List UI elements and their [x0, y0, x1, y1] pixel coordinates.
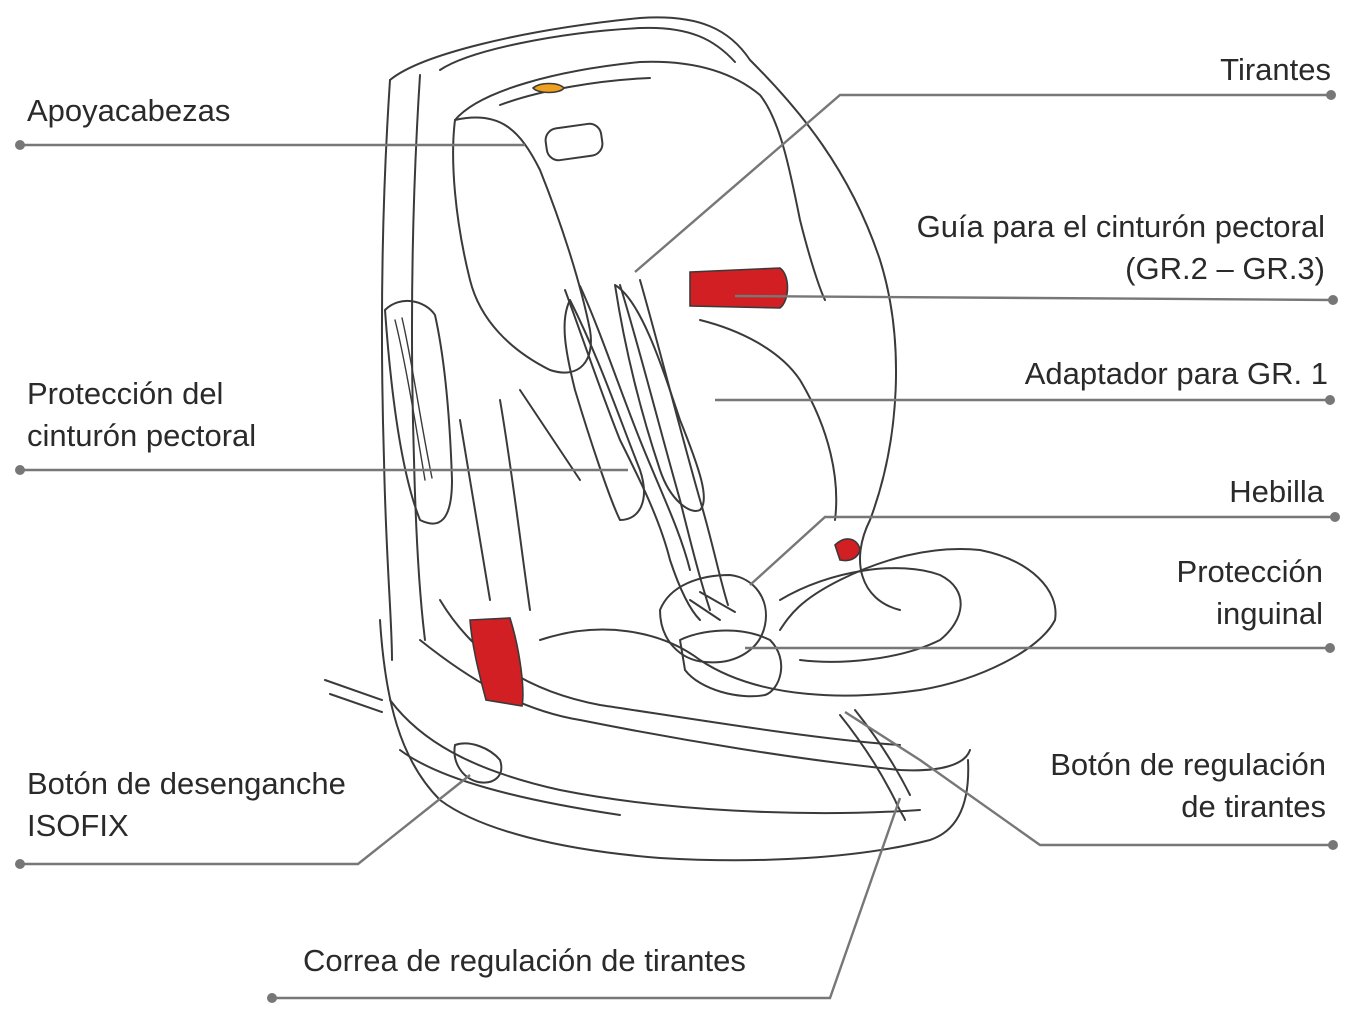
- label-boton-regulacion: Botón de regulación de tirantes: [1050, 744, 1326, 828]
- label-line: Tirantes: [1220, 52, 1331, 87]
- leader-line-boton-regulacion: [844, 710, 1333, 847]
- red-side-guide-right: [834, 538, 861, 562]
- leader-dot-boton-regulacion: [1328, 840, 1338, 850]
- seat-back-shell: [389, 16, 901, 611]
- seat-side-wing: [381, 79, 393, 661]
- isofix-button: [453, 742, 503, 784]
- leader-line-tirantes: [634, 93, 1331, 273]
- label-line: Adaptador para GR. 1: [1024, 356, 1328, 391]
- headrest-outline: [454, 60, 826, 301]
- buckle: [659, 574, 767, 664]
- right-shoulder-strap: [619, 284, 711, 611]
- red-side-guide-left: [469, 617, 524, 707]
- headrest-window: [544, 122, 604, 162]
- label-line: ISOFIX: [27, 808, 129, 843]
- leader-dot-correa-regulacion: [267, 993, 277, 1003]
- label-apoyacabezas: Apoyacabezas: [27, 90, 230, 132]
- label-proteccion-cinturon: Protección del cinturón pectoral: [27, 373, 256, 457]
- label-line: Protección: [1176, 554, 1323, 589]
- label-line: Hebilla: [1229, 474, 1324, 509]
- leader-dot-tirantes: [1326, 90, 1336, 100]
- label-adaptador-gr1: Adaptador para GR. 1: [1025, 353, 1328, 395]
- seat-base: [379, 619, 970, 862]
- label-line: de tirantes: [1181, 789, 1326, 824]
- label-guia-cinturon: Guía para el cinturón pectoral (GR.2 – G…: [917, 206, 1325, 290]
- left-shoulder-strap: [564, 289, 701, 621]
- label-line: Botón de desenganche: [27, 766, 346, 801]
- adjuster-strap: [839, 714, 906, 821]
- side-vent: [384, 299, 453, 525]
- label-line: cinturón pectoral: [27, 418, 257, 453]
- label-line: Correa de regulación de tirantes: [303, 943, 746, 978]
- isofix-arm: [324, 679, 383, 713]
- leader-dot-proteccion-cinturon: [15, 465, 25, 475]
- label-proteccion-inguinal: Protección inguinal: [1177, 551, 1323, 635]
- leader-dot-apoyacabezas: [15, 140, 25, 150]
- orange-headrest-tab: [531, 82, 566, 94]
- chest-pad-right: [614, 284, 705, 512]
- label-line: Protección del: [27, 376, 224, 411]
- chest-pad-left: [563, 299, 645, 521]
- label-line: Guía para el cinturón pectoral: [916, 209, 1325, 244]
- seat-cushion: [539, 548, 1057, 697]
- label-line: Apoyacabezas: [27, 93, 231, 128]
- label-correa-regulacion: Correa de regulación de tirantes: [303, 940, 746, 982]
- leader-dot-guia-cinturon: [1328, 295, 1338, 305]
- leader-line-correa-regulacion: [272, 797, 902, 1000]
- leader-dot-adaptador-gr1: [1325, 395, 1335, 405]
- label-line: Botón de regulación: [1050, 747, 1326, 782]
- label-hebilla: Hebilla: [1229, 471, 1324, 513]
- leader-dot-proteccion-inguinal: [1325, 643, 1335, 653]
- label-boton-isofix: Botón de desenganche ISOFIX: [27, 763, 346, 847]
- leader-dot-hebilla: [1330, 512, 1340, 522]
- leader-line-guia-cinturon: [734, 294, 1334, 302]
- label-line: (GR.2 – GR.3): [1125, 251, 1325, 286]
- red-belt-guide: [689, 267, 789, 309]
- crotch-pad: [679, 629, 783, 698]
- label-tirantes: Tirantes: [1220, 49, 1331, 91]
- leader-dot-boton-isofix: [15, 859, 25, 869]
- label-line: inguinal: [1216, 596, 1323, 631]
- leader-line-boton-isofix: [20, 774, 471, 866]
- leader-line-hebilla: [749, 515, 1335, 586]
